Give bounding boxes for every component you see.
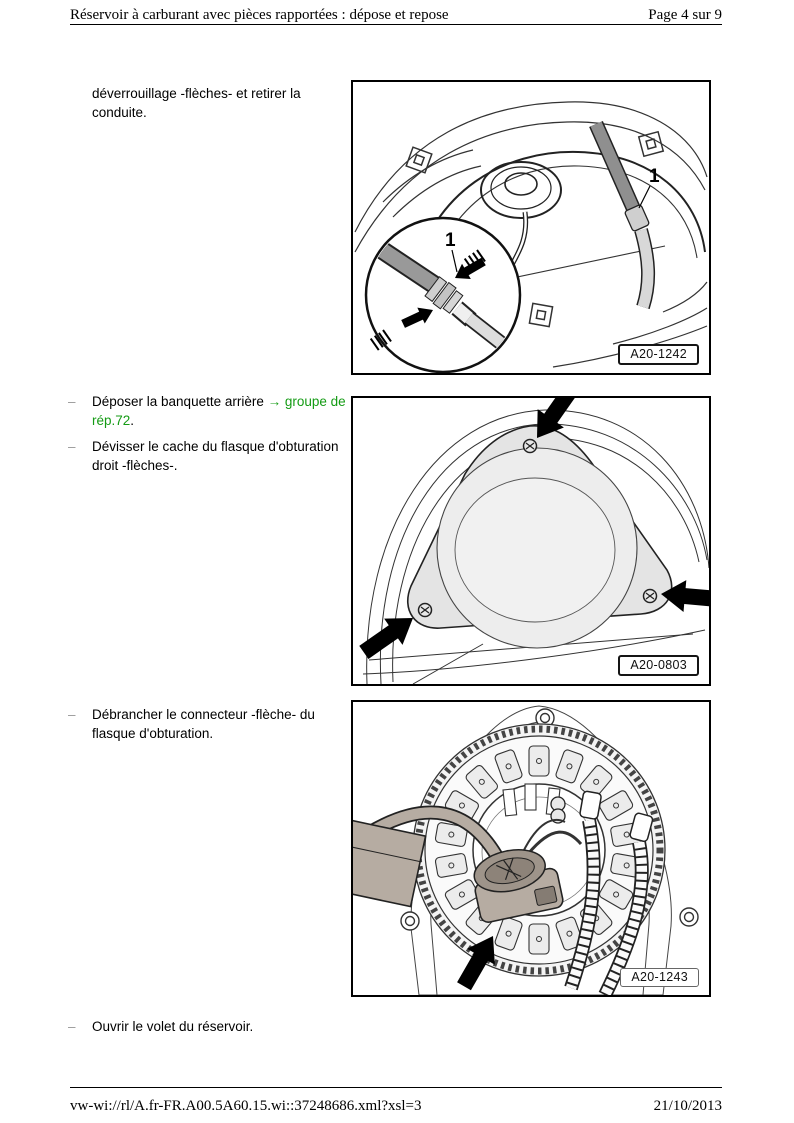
step-bullet: – — [68, 439, 76, 454]
callout-1-main: 1 — [649, 166, 660, 187]
footer-source-url: vw-wi://rl/A.fr-FR.A00.5A60.15.wi::37248… — [70, 1098, 422, 1114]
fuel-line-illustration: 1 — [354, 101, 708, 373]
figure-id-badge: A20-1243 — [620, 968, 699, 987]
step-text: Déposer la banquette arrière — [92, 394, 268, 409]
step-unscrew-cover: Dévisser le cache du flasque d'obturatio… — [92, 439, 339, 473]
step-bullet: – — [68, 707, 76, 722]
instruction-continuation: déverrouillage -flèches- et retirer la c… — [92, 86, 301, 120]
step-bullet: – — [68, 394, 76, 409]
figure-id-badge: A20-1242 — [618, 344, 699, 365]
figure-cover-screws: A20-0803 — [351, 396, 711, 686]
figure-fuel-lines: 1 — [351, 80, 711, 375]
step-remove-rear-bench: Déposer la banquette arrière → groupe de… — [92, 392, 358, 430]
step-open-fuel-flap: Ouvrir le volet du réservoir. — [92, 1019, 254, 1034]
flange-connector-illustration — [353, 705, 699, 995]
step-text-period: . — [130, 413, 135, 428]
footer-date: 21/10/2013 — [653, 1098, 722, 1114]
figure-id-badge: A20-0803 — [618, 655, 699, 676]
repair-group-link[interactable]: → groupe de rép.72 — [92, 394, 346, 428]
callout-1-inset: 1 — [445, 230, 456, 251]
header-divider — [70, 24, 722, 25]
step-disconnect-connector: Débrancher le connecteur -flèche- du fla… — [92, 707, 315, 741]
figure-flange-connector: A20-1243 — [351, 700, 711, 997]
footer-divider — [70, 1087, 722, 1088]
page-title: Réservoir à carburant avec pièces rappor… — [70, 7, 449, 23]
page-number: Page 4 sur 9 — [648, 7, 722, 23]
step-bullet: – — [68, 1019, 76, 1034]
cover-screws-illustration — [354, 398, 709, 684]
